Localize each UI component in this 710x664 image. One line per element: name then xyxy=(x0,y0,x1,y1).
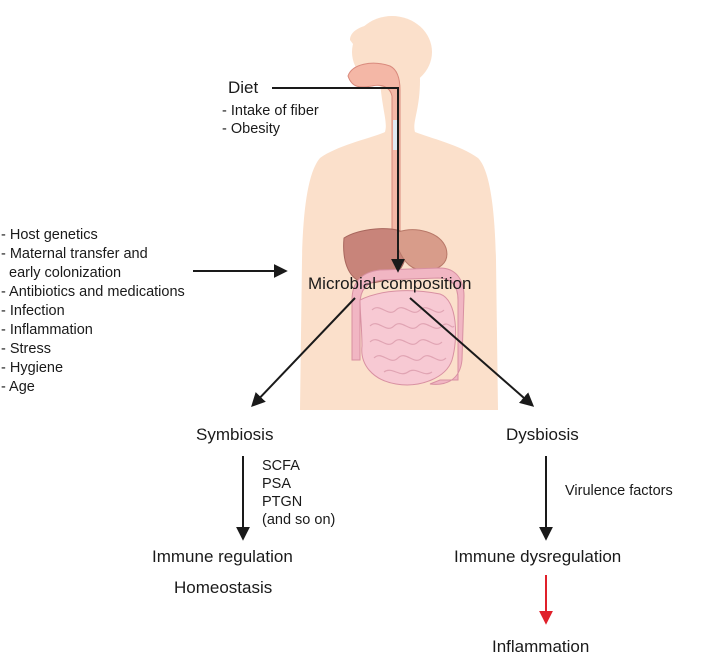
virulence-factors-label: Virulence factors xyxy=(565,483,673,499)
immune-dysregulation-label: Immune dysregulation xyxy=(454,547,622,566)
diet-arrow xyxy=(272,87,405,273)
host-factors-list: - Host genetics - Maternal transfer and … xyxy=(1,226,185,397)
diet-item: - Obesity xyxy=(222,121,281,137)
host-factor-item: - Antibiotics and medications xyxy=(1,284,185,300)
host-factor-item: early colonization xyxy=(1,265,122,281)
host-factor-item: - Hygiene xyxy=(1,360,64,376)
host-factor-item: - Maternal transfer and xyxy=(1,246,148,262)
inflammation-label: Inflammation xyxy=(492,637,590,656)
mediator-item: (and so on) xyxy=(262,512,336,528)
host-factor-item: - Host genetics xyxy=(1,227,98,243)
microbial-composition-label: Microbial composition xyxy=(308,274,472,293)
mediator-item: PTGN xyxy=(262,494,303,510)
mediator-item: PSA xyxy=(262,476,292,492)
symbiosis-arrow xyxy=(251,297,356,408)
host-factor-item: - Inflammation xyxy=(1,322,93,338)
host-factor-item: - Age xyxy=(1,379,35,395)
small-intestine xyxy=(359,290,457,386)
diet-item: - Intake of fiber xyxy=(222,103,319,119)
homeostasis-label: Homeostasis xyxy=(174,578,273,597)
large-intestine xyxy=(351,267,465,385)
host-factor-item: - Infection xyxy=(1,303,65,319)
dysbiosis-label: Dysbiosis xyxy=(506,425,579,444)
diet-title: Diet xyxy=(228,78,259,97)
host-factor-item: - Stress xyxy=(1,341,51,357)
immune-regulation-label: Immune regulation xyxy=(152,547,293,566)
intestine-coils xyxy=(369,307,455,375)
trachea-ring xyxy=(393,120,399,150)
mediator-item: SCFA xyxy=(262,458,300,474)
symbiosis-label: Symbiosis xyxy=(196,425,274,444)
dysbiosis-arrow xyxy=(409,297,535,407)
